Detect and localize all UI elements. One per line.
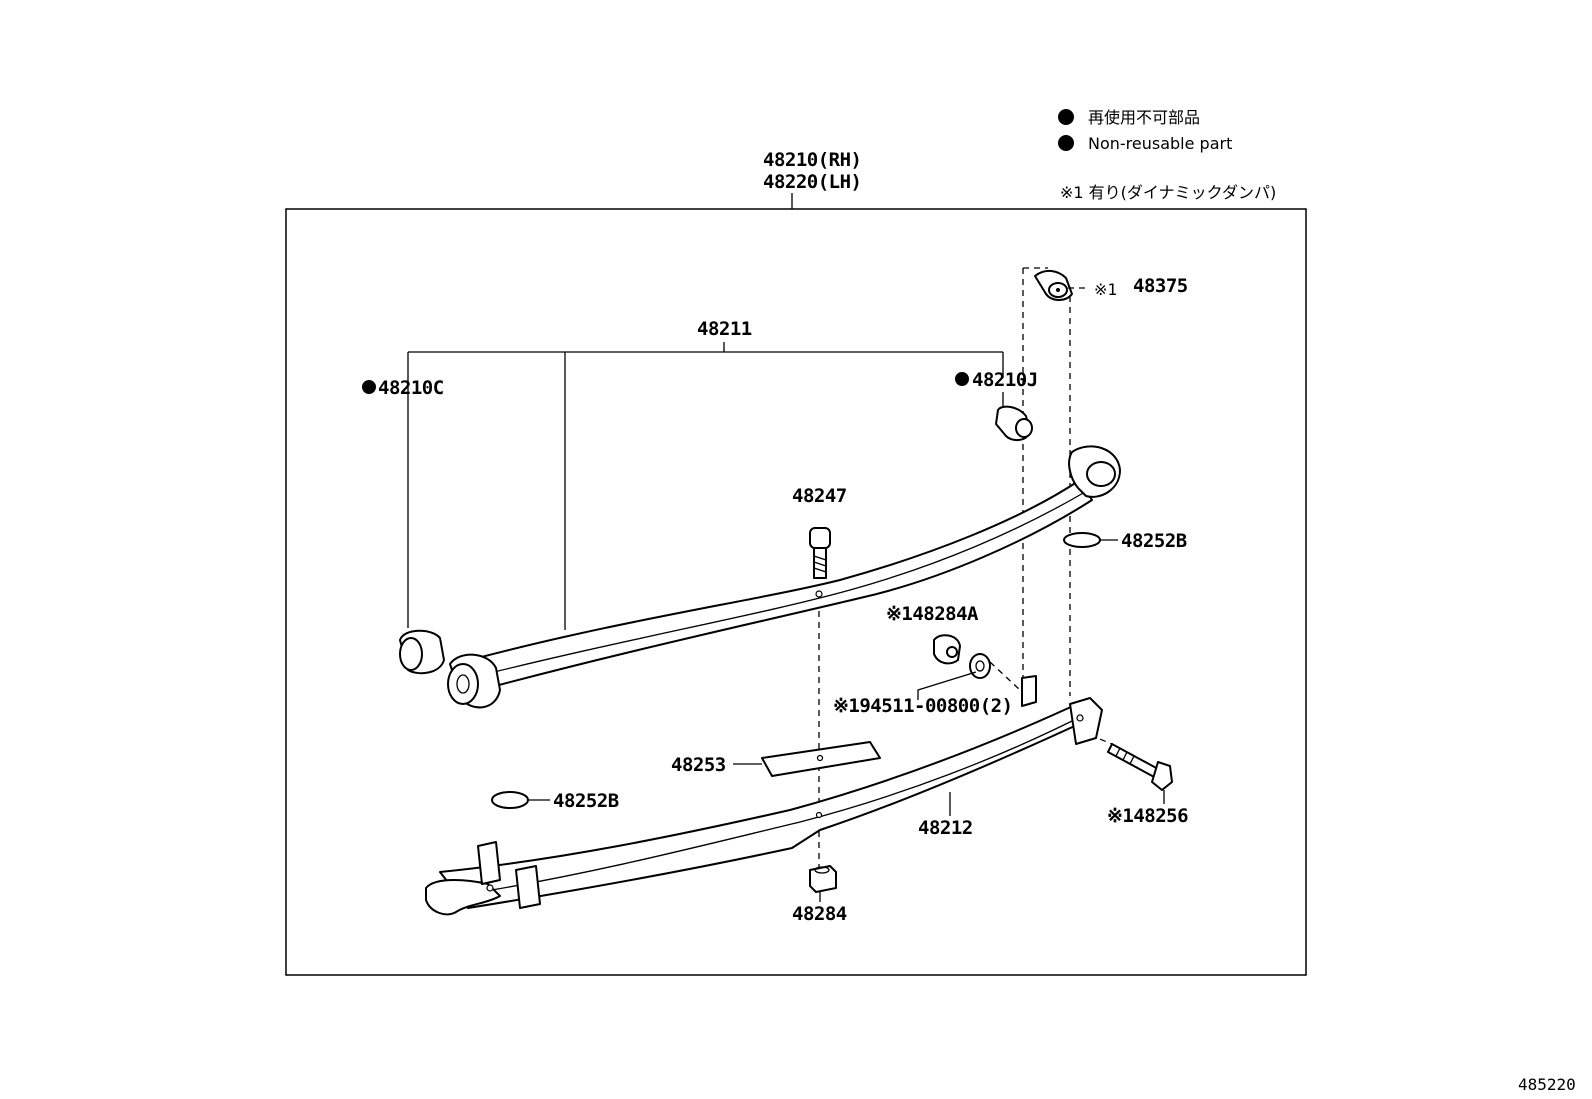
label-48284a: ※148284A — [886, 603, 979, 625]
label-194511: ※194511-00800(2) — [833, 695, 1013, 717]
label-48253: 48253 — [671, 754, 726, 776]
assembly-label-lh: 48220(LH) — [763, 171, 861, 193]
pad-48252b-lower — [491, 791, 529, 809]
label-48256: ※148256 — [1107, 805, 1188, 827]
label-48247: 48247 — [792, 485, 847, 507]
leader-194511 — [917, 671, 977, 700]
assembly-label-rh: 48210(RH) — [763, 149, 861, 171]
figure-id: 485220 — [1518, 1075, 1576, 1094]
nut-48284 — [809, 865, 837, 893]
damper-48284a — [933, 634, 961, 665]
bolt-48256 — [1107, 743, 1173, 791]
washer-194511-hole — [975, 660, 985, 672]
washer-194511 — [969, 653, 991, 679]
pad-48252b-upper — [1063, 532, 1101, 548]
non-reusable-dot-icon — [362, 380, 376, 394]
leader-48211 — [407, 342, 1004, 630]
leaf-spring-48212 — [425, 675, 1103, 916]
label-48375: 48375 — [1133, 275, 1188, 297]
label-48210j: 48210J — [972, 369, 1038, 391]
legend-line-jp: 再使用不可部品 — [1088, 108, 1200, 127]
non-reusable-dot-icon — [955, 372, 969, 386]
damper-48375 — [1034, 270, 1073, 301]
assembly-line — [989, 661, 1021, 691]
mark-48375: ※1 — [1094, 280, 1117, 299]
legend: 再使用不可部品 Non-reusable part ※1 有り(ダイナミックダン… — [1058, 108, 1276, 202]
legend-line-en: Non-reusable part — [1088, 134, 1232, 153]
non-reusable-dot-icon — [1058, 109, 1074, 125]
label-48284: 48284 — [792, 903, 847, 925]
bushing-48210c — [399, 629, 445, 675]
non-reusable-dot-icon — [1058, 135, 1074, 151]
legend-note: ※1 有り(ダイナミックダンパ) — [1060, 183, 1276, 202]
label-48252b-upper: 48252B — [1121, 530, 1187, 552]
bushing-48210j — [995, 405, 1033, 442]
leaf-spring-48211 — [447, 445, 1121, 709]
bolt-48247 — [809, 527, 831, 579]
label-48210c: 48210C — [378, 377, 444, 399]
label-48211: 48211 — [697, 318, 752, 340]
label-48212: 48212 — [918, 817, 973, 839]
assembly-frame — [285, 208, 1307, 976]
label-48252b-lower: 48252B — [553, 790, 619, 812]
